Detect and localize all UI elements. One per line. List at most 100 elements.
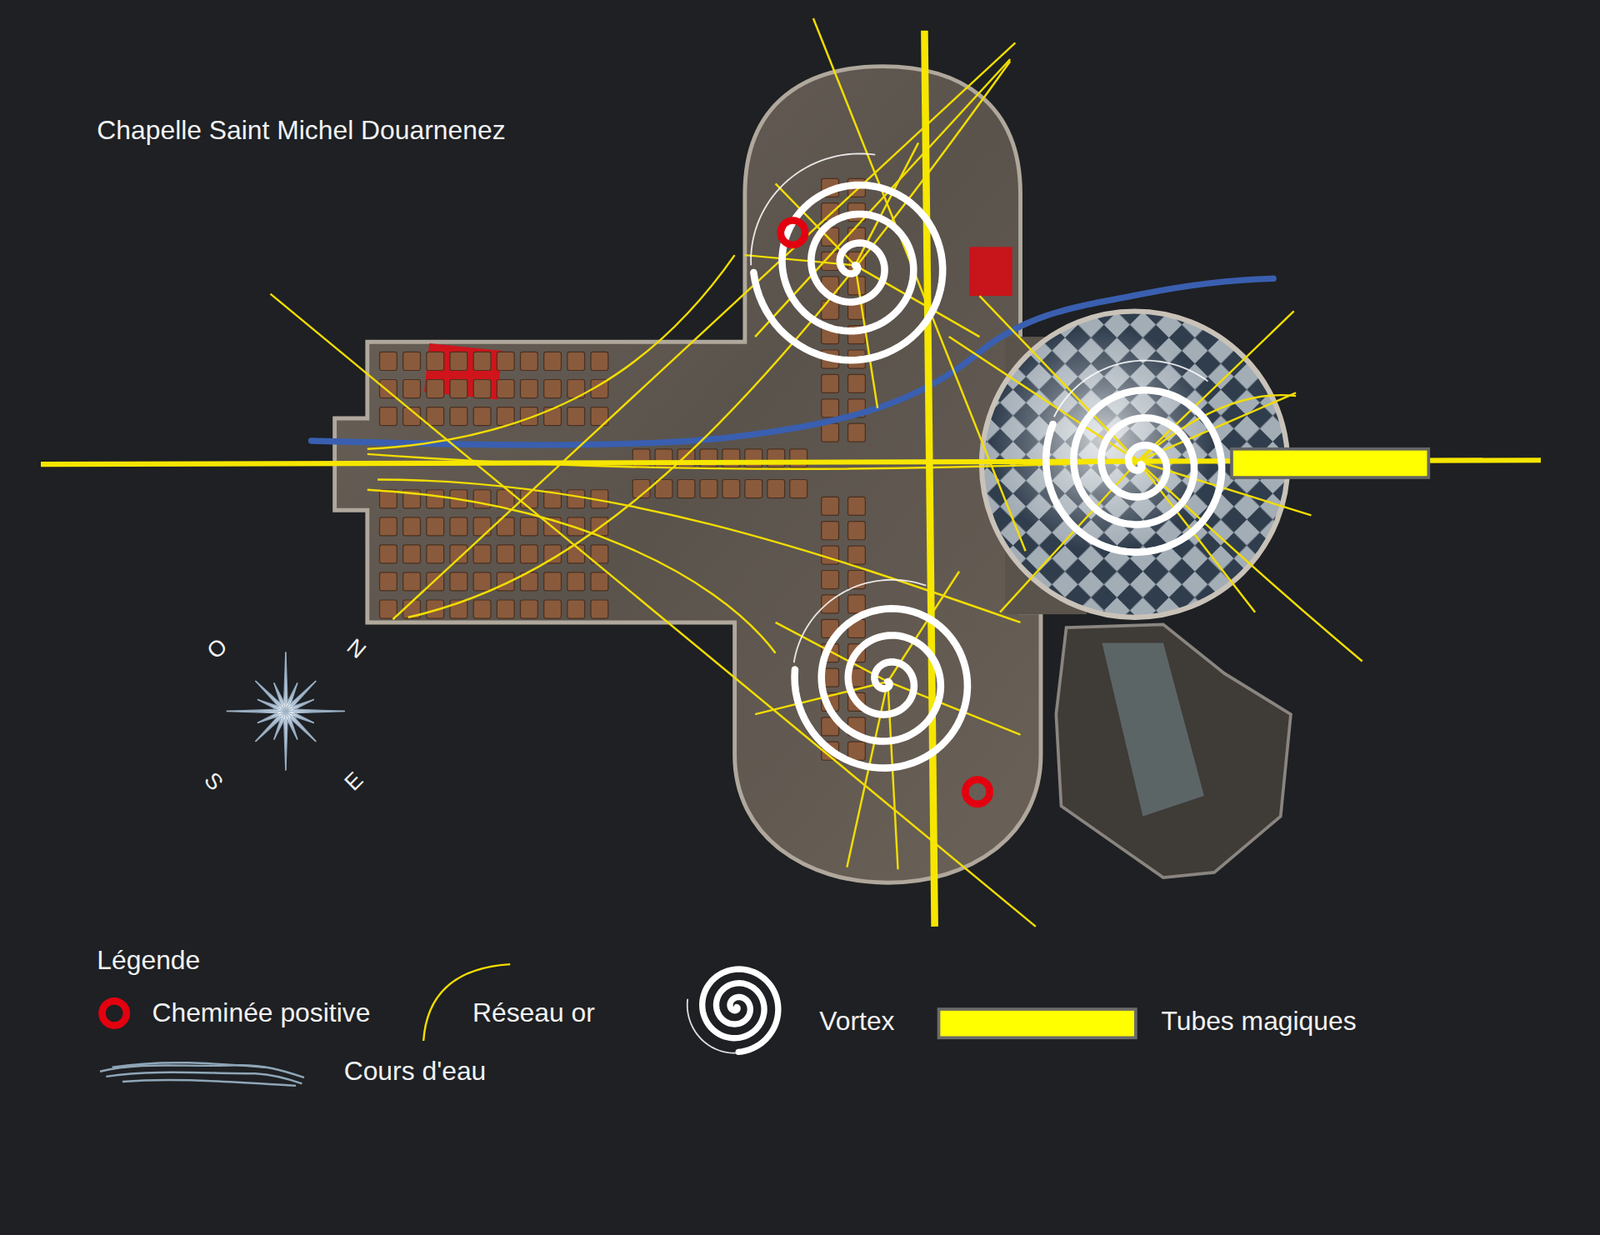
chair <box>380 572 398 591</box>
compass-ray <box>274 683 286 712</box>
chair <box>821 570 840 589</box>
chair <box>848 545 866 565</box>
compass-rose <box>226 651 345 770</box>
chair <box>520 351 538 370</box>
compass-ray <box>285 710 286 770</box>
chair <box>567 600 585 619</box>
chair <box>544 600 562 619</box>
gold-line <box>1137 460 1362 661</box>
chair <box>590 600 609 619</box>
red-panel <box>969 246 1012 296</box>
chair <box>426 380 445 399</box>
gold-line <box>367 490 776 654</box>
vortex-spiral <box>753 185 943 360</box>
legend-chimney-sample <box>101 1000 126 1025</box>
chair <box>821 423 840 442</box>
legend-water-sample <box>122 1080 296 1086</box>
compass-letter: E <box>339 766 370 797</box>
compass-letter: N <box>341 633 372 665</box>
chair <box>473 517 491 536</box>
chair <box>403 545 421 564</box>
chair <box>520 545 538 564</box>
chair <box>790 480 808 499</box>
chair <box>848 521 866 540</box>
compass-ray <box>285 699 315 711</box>
chair <box>473 351 491 370</box>
gold-line <box>377 480 1020 623</box>
chair <box>426 351 445 370</box>
chimneys <box>780 220 990 804</box>
sacristy-light <box>1101 642 1204 816</box>
sacristy <box>1055 624 1291 878</box>
legend-samples <box>100 964 1136 1086</box>
compass-letter: O <box>201 633 233 665</box>
legend-text: Tubes magiques <box>1160 1005 1356 1038</box>
chair <box>745 480 763 499</box>
chair <box>450 407 468 426</box>
chair <box>567 572 585 591</box>
chair <box>848 741 866 760</box>
chair <box>426 517 445 536</box>
chair <box>426 545 445 564</box>
chair <box>544 351 562 370</box>
map-title: Chapelle Saint Michel Douarnenez <box>96 115 505 147</box>
chair <box>520 600 538 619</box>
chair <box>380 600 398 619</box>
chair <box>520 380 538 399</box>
chair <box>426 490 445 509</box>
chair <box>496 380 515 399</box>
chair <box>450 517 468 536</box>
compass-ray <box>255 680 285 711</box>
gold-line <box>813 18 1026 551</box>
compass-star <box>226 651 345 770</box>
legend-text: Cours d'eau <box>344 1055 487 1088</box>
chair <box>722 480 740 499</box>
gold-line <box>855 265 878 408</box>
legend-water-sample <box>112 1062 266 1068</box>
chair <box>473 380 491 399</box>
chair <box>590 572 609 591</box>
gold-line <box>367 255 735 450</box>
vortex-tail <box>750 153 875 265</box>
chair <box>821 300 840 320</box>
chair <box>496 600 515 619</box>
compass-ray <box>285 710 316 741</box>
compass-ray <box>285 651 286 711</box>
vortices <box>750 153 1222 768</box>
chair <box>450 572 468 591</box>
chair <box>677 480 695 499</box>
gold-line <box>1137 460 1255 612</box>
vortex-tail <box>687 999 738 1054</box>
chair <box>473 572 491 591</box>
chair <box>700 480 718 499</box>
chair <box>821 399 840 418</box>
vortex-tail <box>1054 360 1209 418</box>
magic-tube <box>1231 449 1429 478</box>
chair <box>450 351 468 370</box>
legend-heading: Légende <box>96 944 200 976</box>
chair <box>380 545 398 564</box>
legend-text: Réseau or <box>472 997 595 1030</box>
compass-ray <box>285 710 298 740</box>
chair <box>544 572 562 591</box>
positive-chimney <box>965 780 990 805</box>
chair <box>473 600 491 619</box>
chair <box>380 351 398 370</box>
chair <box>426 407 445 426</box>
chair <box>767 480 785 499</box>
chair <box>496 351 515 370</box>
gold-line <box>980 295 1139 461</box>
chair <box>821 545 840 565</box>
gold-line <box>1000 460 1138 612</box>
chair <box>821 374 840 393</box>
legend-water-sample <box>105 1072 302 1085</box>
chair <box>496 407 515 426</box>
positive-chimney <box>780 220 805 245</box>
legend-swatch <box>939 1009 1136 1038</box>
vortex-tail <box>794 580 927 663</box>
chair <box>590 351 609 370</box>
chair <box>821 521 840 540</box>
chair <box>520 517 538 536</box>
chair <box>848 374 866 393</box>
